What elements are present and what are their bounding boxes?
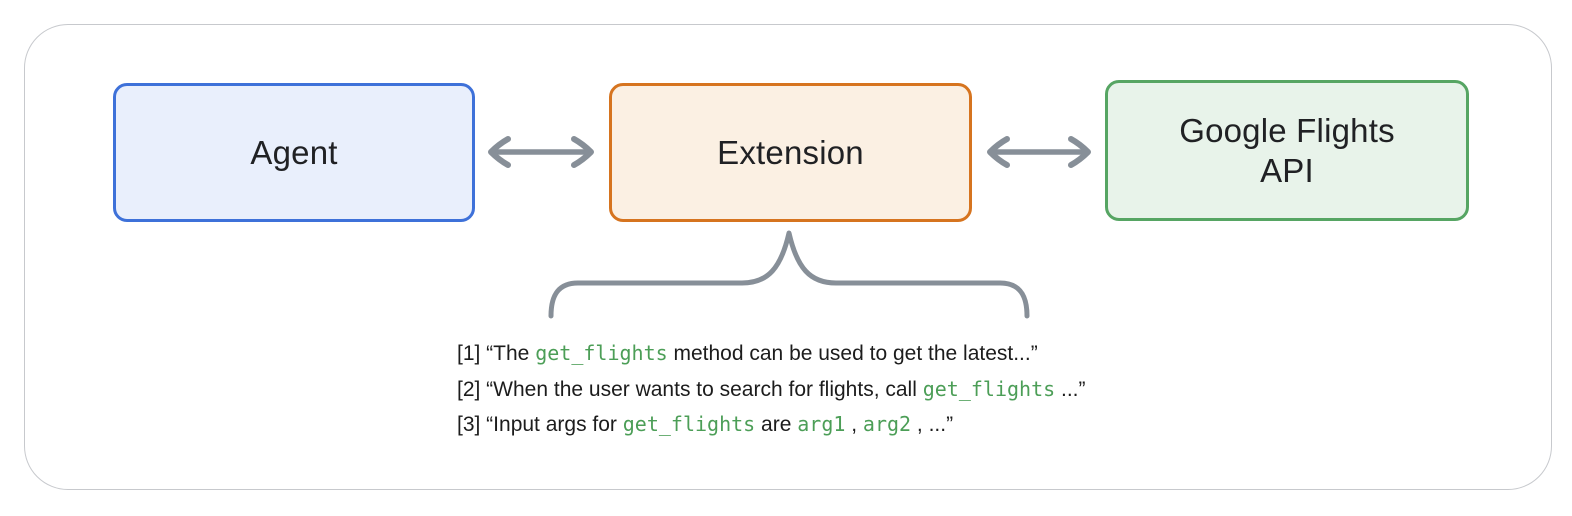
node-agent-label: Agent bbox=[250, 133, 338, 171]
annotation-line-3-mid-2: , bbox=[845, 413, 863, 436]
annotation-line-1: [1] “The get_flights method can be used … bbox=[457, 336, 1086, 372]
node-google-flights-api: Google Flights API bbox=[1105, 80, 1469, 221]
node-extension-label: Extension bbox=[717, 133, 864, 171]
annotation-lines: [1] “The get_flights method can be used … bbox=[457, 336, 1086, 443]
annotation-line-1-code: get_flights bbox=[535, 341, 668, 365]
annotation-line-2-suffix: ...” bbox=[1055, 377, 1086, 401]
annotation-line-1-suffix: method can be used to get the latest...” bbox=[667, 342, 1038, 365]
node-agent: Agent bbox=[113, 83, 475, 222]
annotation-line-3-code-3: arg2 bbox=[862, 412, 912, 436]
annotation-line-1-text: [1] “The bbox=[457, 342, 536, 365]
node-extension: Extension bbox=[609, 83, 972, 222]
annotation-line-3-mid-1: are bbox=[755, 413, 798, 436]
node-google-flights-api-label: Google Flights API bbox=[1179, 111, 1395, 189]
annotation-line-3: [3] “Input args for get_flights are arg1… bbox=[457, 407, 1086, 443]
annotation-line-3-code-1: get_flights bbox=[622, 412, 756, 436]
annotation-line-3-suffix: , ...” bbox=[911, 413, 954, 436]
annotation-line-2-text: [2] “When the user wants to search for f… bbox=[457, 377, 923, 401]
annotation-line-3-code-2: arg1 bbox=[797, 412, 846, 436]
annotation-line-2-code: get_flights bbox=[922, 376, 1056, 401]
annotation-line-3-text: [3] “Input args for bbox=[457, 413, 623, 436]
annotation-line-2: [2] “When the user wants to search for f… bbox=[457, 372, 1086, 408]
